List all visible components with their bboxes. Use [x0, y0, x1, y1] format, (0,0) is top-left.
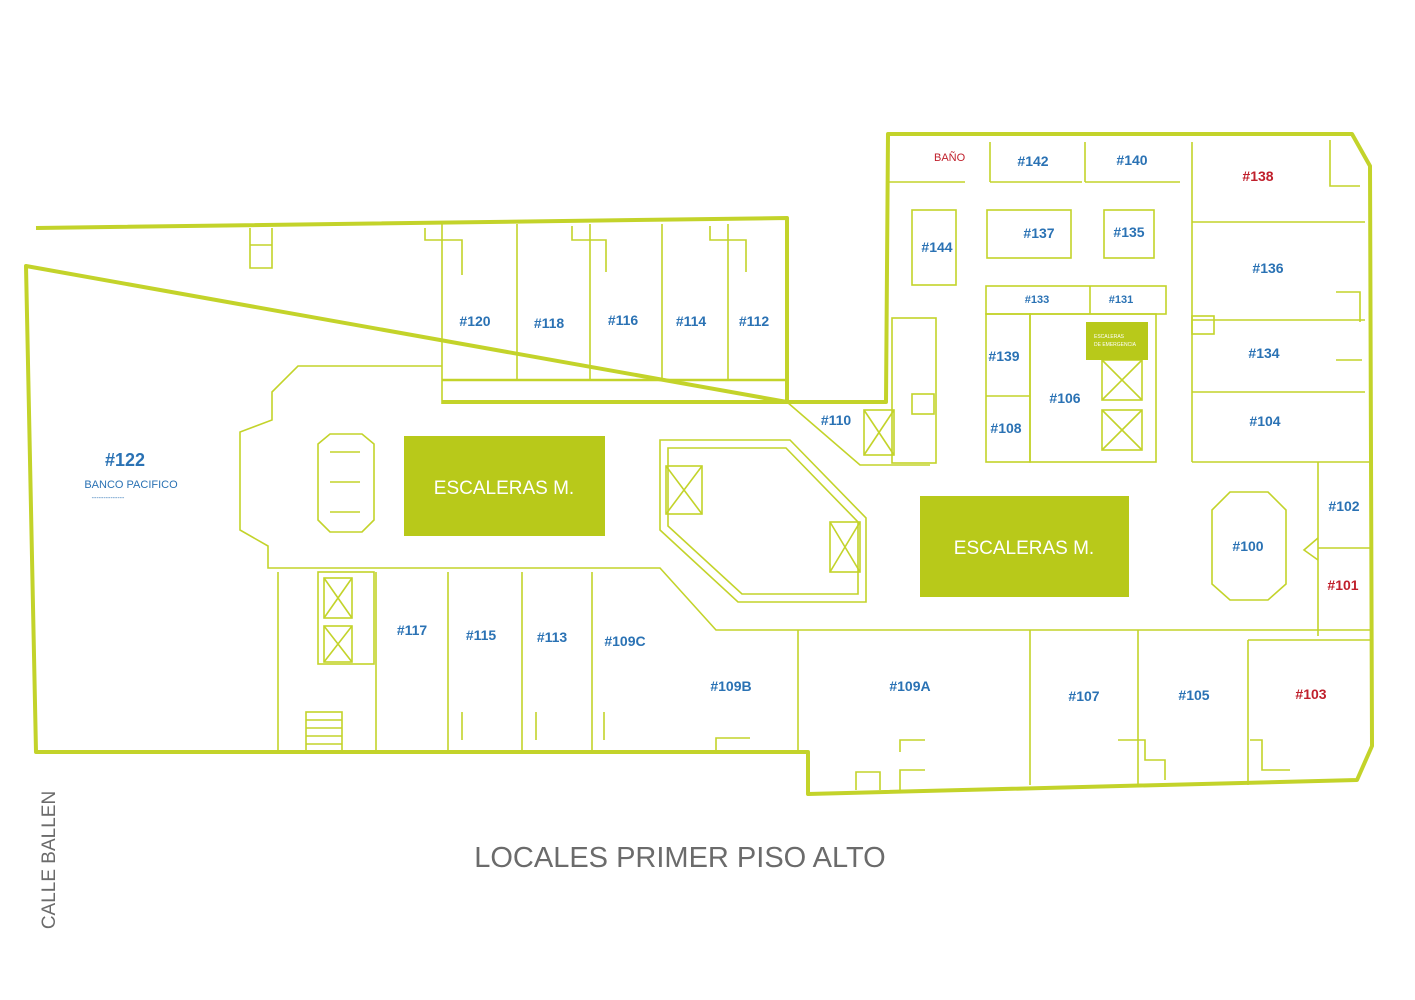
local-label-139[interactable]: #139 — [988, 348, 1019, 364]
local-label-140[interactable]: #140 — [1116, 152, 1147, 168]
shops-bottom-row — [375, 572, 1370, 790]
local-label-109C[interactable]: #109C — [604, 633, 645, 649]
local-label-118[interactable]: #118 — [534, 315, 565, 331]
escaleras-right: ESCALERAS M. — [920, 496, 1129, 597]
local-label-104[interactable]: #104 — [1249, 413, 1280, 429]
central-atrium — [659, 439, 867, 603]
local-label-137[interactable]: #137 — [1023, 225, 1054, 241]
tenant-underline-122: -------------- — [92, 495, 125, 502]
escalator-symbol — [317, 433, 375, 533]
emergency-stairs-line2: DE EMERGENCIA — [1094, 342, 1137, 348]
local-label-105[interactable]: #105 — [1178, 687, 1209, 703]
local-label-142[interactable]: #142 — [1017, 153, 1048, 169]
left-service-core — [277, 571, 375, 753]
local-label-117[interactable]: #117 — [397, 622, 428, 638]
emergency-stairs: ESCALERAS DE EMERGENCIA — [1086, 322, 1148, 360]
corridor-outline — [239, 365, 1372, 631]
escaleras-left-label: ESCALERAS M. — [434, 478, 574, 499]
local-label-101[interactable]: #101 — [1327, 577, 1358, 593]
street-label: CALLE BALLEN — [39, 790, 60, 930]
shops-top-row — [249, 224, 747, 404]
local-label-102[interactable]: #102 — [1328, 498, 1359, 514]
local-label-134[interactable]: #134 — [1248, 345, 1279, 361]
bathroom-label: BAÑO — [934, 151, 966, 164]
local-label-106[interactable]: #106 — [1049, 390, 1080, 406]
local-label-100[interactable]: #100 — [1232, 538, 1263, 554]
local-label-144[interactable]: #144 — [921, 239, 952, 255]
shop-labels: #122 BANCO PACIFICO -------------- #120 … — [84, 152, 1359, 704]
local-label-109A[interactable]: #109A — [889, 678, 930, 694]
local-label-120[interactable]: #120 — [459, 313, 490, 329]
map-title: LOCALES PRIMER PISO ALTO — [474, 842, 886, 874]
local-label-109B[interactable]: #109B — [710, 678, 751, 694]
tenant-label-122: BANCO PACIFICO — [84, 479, 178, 491]
local-label-122[interactable]: #122 — [105, 450, 145, 470]
local-label-108[interactable]: #108 — [990, 420, 1021, 436]
escaleras-left: ESCALERAS M. — [404, 436, 605, 536]
outer-walls — [24, 132, 1374, 796]
local-label-116[interactable]: #116 — [608, 312, 639, 328]
emergency-stairs-line1: ESCALERAS — [1094, 334, 1125, 340]
right-wing-rooms — [863, 140, 1370, 464]
escaleras-right-label: ESCALERAS M. — [954, 538, 1094, 559]
local-label-103[interactable]: #103 — [1295, 686, 1326, 702]
local-label-131[interactable]: #131 — [1109, 294, 1133, 306]
local-label-115[interactable]: #115 — [466, 627, 497, 643]
local-label-112[interactable]: #112 — [739, 313, 770, 329]
local-label-138[interactable]: #138 — [1242, 168, 1273, 184]
local-label-136[interactable]: #136 — [1252, 260, 1283, 276]
local-label-110[interactable]: #110 — [821, 412, 852, 428]
local-label-113[interactable]: #113 — [537, 629, 568, 645]
local-label-107[interactable]: #107 — [1068, 688, 1099, 704]
local-label-114[interactable]: #114 — [676, 313, 707, 329]
kiosk-100 — [1211, 462, 1370, 636]
local-label-135[interactable]: #135 — [1113, 224, 1144, 240]
local-label-133[interactable]: #133 — [1025, 294, 1049, 306]
